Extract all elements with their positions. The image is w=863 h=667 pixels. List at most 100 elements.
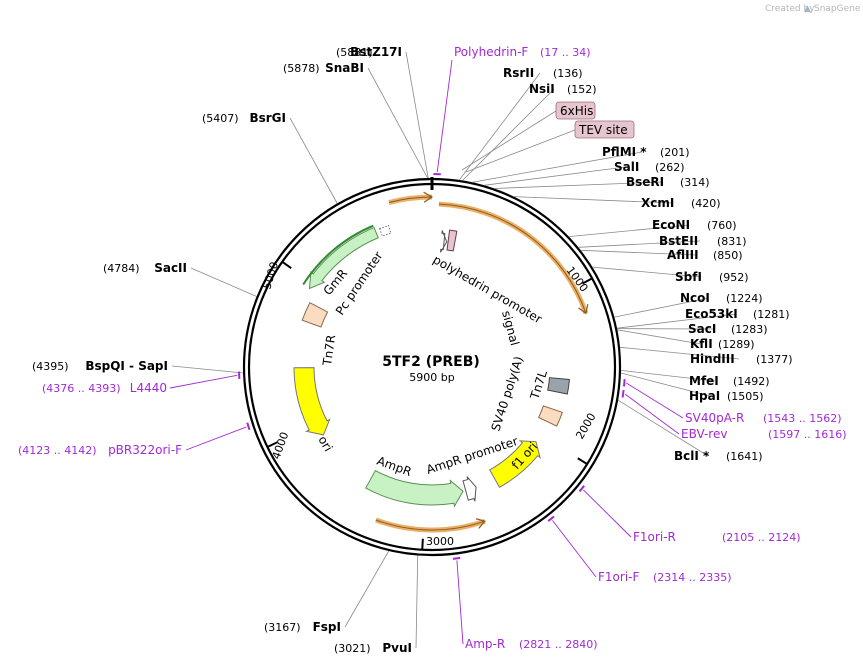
site-leader: [493, 181, 663, 189]
feature-tn7l[interactable]: Tn7L: [527, 368, 550, 401]
site-mfei-position: (1492): [733, 375, 770, 388]
primer-leader-ebv-rev: [624, 393, 680, 435]
orf-bottom-arrow-icon: [475, 518, 486, 529]
tick-4000: [266, 441, 278, 448]
primer-polyhedrin-f[interactable]: Polyhedrin-F: [454, 45, 528, 59]
site-leader: [513, 196, 673, 204]
feature-tn7r[interactable]: Tn7R: [320, 334, 338, 368]
pc-promoter-mark: [379, 225, 392, 237]
site-leader: [592, 266, 702, 278]
site-hindiii[interactable]: HindIII: [690, 352, 735, 366]
site-leader: [472, 151, 643, 183]
site-saci-position: (1283): [731, 323, 768, 336]
site-snabi-position: (5878): [283, 62, 320, 75]
site-saci[interactable]: SacI: [688, 322, 716, 336]
primer-mark-f1ori-f: [547, 515, 555, 522]
primer-f1ori-r-range: (2105 .. 2124): [722, 531, 801, 544]
site-pvui-position: (3021): [334, 642, 371, 655]
site-leader: [614, 297, 710, 318]
site-leader: [484, 166, 626, 186]
primer-mark-pbr322ori-f: [246, 422, 251, 431]
site-bseri-position: (314): [680, 176, 710, 189]
site-kfli-position: (1289): [718, 338, 755, 351]
primer-l4440-range: (4376 .. 4393): [42, 382, 121, 395]
site-xcmi-position: (420): [691, 197, 721, 210]
site-sali[interactable]: SalI: [614, 160, 639, 174]
site-leader: [367, 67, 428, 179]
site-leader: [458, 72, 541, 181]
feature-ori[interactable]: ori: [315, 434, 335, 455]
primer-ebv-rev-range: (1597 .. 1616): [768, 428, 847, 441]
site-leader: [616, 313, 737, 329]
primer-leader-f1ori-f: [552, 520, 597, 578]
site-leader: [171, 365, 244, 374]
site-mfei[interactable]: MfeI: [689, 374, 719, 388]
primer-f1ori-r[interactable]: F1ori-R: [633, 530, 676, 544]
site-rsrii[interactable]: RsrII: [503, 66, 534, 80]
plasmid-length: 5900 bp: [409, 371, 454, 384]
site-bspqi-sapi[interactable]: BspQI - SapI: [85, 359, 168, 373]
site-rsrii-position: (136): [553, 67, 583, 80]
site-sbfi[interactable]: SbfI: [675, 270, 702, 284]
primer-mark-ebv-rev: [621, 390, 625, 398]
site-nsii[interactable]: NsiI: [529, 82, 555, 96]
tick-label-4000: 4000: [270, 430, 292, 461]
site-pflmi[interactable]: PflMI *: [602, 145, 647, 159]
site-xcmi[interactable]: XcmI: [641, 196, 674, 210]
site-bstz17i-position: (5881): [336, 46, 373, 59]
site-leader: [415, 555, 419, 649]
primer-ebv-rev[interactable]: EBV-rev: [681, 427, 727, 441]
feature-sv40-poly-a[interactable]: SV40 poly(A): [489, 355, 526, 433]
site-bstz17i[interactable]: BstZ17I: [350, 45, 402, 59]
primer-f1ori-f[interactable]: F1ori-F: [598, 570, 639, 584]
orf-right-core: [438, 203, 587, 314]
site-eco53ki-position: (1281): [753, 308, 790, 321]
site-bcli-position: (1641): [726, 450, 763, 463]
polyhedrin-promoter-arrow: [440, 230, 448, 253]
site-leader: [578, 240, 701, 248]
primer-leader-sv40pa-r: [626, 382, 684, 419]
site-afliii[interactable]: AflIII: [667, 248, 699, 262]
credit-product: SnapGene: [814, 4, 861, 14]
site-bsteii-position: (831): [717, 235, 747, 248]
site-bcli[interactable]: BclI *: [674, 449, 710, 463]
site-bsrgi[interactable]: BsrGI: [249, 111, 286, 125]
site-ncoi[interactable]: NcoI: [680, 291, 710, 305]
site-afliii-position: (850): [713, 249, 743, 262]
tick-5000: [281, 260, 292, 269]
site-fspi[interactable]: FspI: [313, 620, 341, 634]
feature-arcs: [293, 191, 589, 533]
primer-l4440[interactable]: L4440: [130, 381, 167, 395]
site-econi[interactable]: EcoNI: [652, 218, 690, 232]
site-eco53ki[interactable]: Eco53kI: [685, 307, 738, 321]
site-ncoi-position: (1224): [726, 292, 763, 305]
tick-3000: [421, 538, 424, 550]
primer-pbr322ori-f-range: (4123 .. 4142): [18, 444, 97, 457]
site-bseri[interactable]: BseRI: [626, 175, 664, 189]
ampr-arrow: [365, 469, 464, 508]
orf-top-core: [388, 196, 433, 203]
site-leader: [620, 372, 711, 397]
credit-prefix: Created by: [765, 4, 815, 14]
tag-6xhis: 6xHis: [560, 104, 593, 118]
tick-label-2000: 2000: [573, 411, 598, 442]
site-snabi[interactable]: SnaBI: [325, 61, 364, 75]
orf-top-arrow-icon: [423, 191, 434, 203]
tick-2000: [577, 457, 588, 465]
site-pvui[interactable]: PvuI: [382, 641, 412, 655]
tag-6xhis-box: [555, 101, 596, 120]
site-bsteii[interactable]: BstEII: [659, 234, 698, 248]
gmr-outline: [302, 224, 374, 286]
site-hpai[interactable]: HpaI: [689, 389, 720, 403]
f1ori-arrow: [489, 440, 541, 489]
primer-mark-sv40pa-r: [623, 379, 626, 387]
feature-polyhedrin-promoter[interactable]: polyhedrin promoter: [431, 252, 545, 326]
primer-pbr322ori-f[interactable]: pBR322ori-F: [108, 443, 182, 457]
site-leader: [620, 370, 716, 382]
tn7r-box: [301, 302, 329, 328]
site-sacii[interactable]: SacII: [154, 261, 187, 275]
primer-amp-r[interactable]: Amp-R: [465, 637, 505, 651]
primer-sv40pa-r[interactable]: SV40pA-R: [685, 411, 744, 425]
site-kfli[interactable]: KflI: [690, 337, 713, 351]
site-pflmi-position: (201): [660, 146, 690, 159]
